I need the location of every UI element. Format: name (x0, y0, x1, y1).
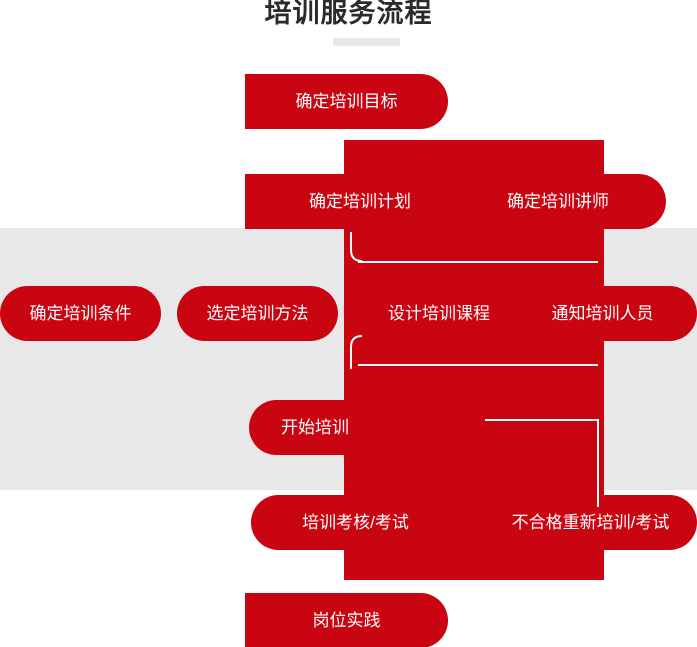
node-label: 培训考核/考试 (302, 513, 409, 532)
node-label: 开始培训 (281, 418, 349, 437)
connector-joint-bottom-icon (350, 335, 363, 369)
node-label: 选定培训方法 (206, 304, 309, 323)
node-confirm-training-goal[interactable]: 确定培训目标 (245, 74, 448, 129)
page-title: 培训服务流程 (264, 0, 433, 28)
node-label: 确定培训讲师 (507, 192, 609, 211)
node-confirm-training-plan[interactable]: 确定培训计划 (245, 174, 475, 229)
node-start-training[interactable]: 开始培训 (249, 400, 461, 455)
title-divider (333, 38, 400, 46)
connector-retrain-stub (597, 470, 599, 506)
connector-start-horizontal (485, 419, 599, 421)
node-fail-retrain-exam[interactable]: 不合格重新培训/考试 (492, 495, 697, 550)
node-label: 通知培训人员 (551, 304, 654, 323)
node-on-the-job-practice[interactable]: 岗位实践 (245, 593, 448, 647)
node-label: 确定培训计划 (309, 192, 411, 211)
node-confirm-trainer[interactable]: 确定培训讲师 (470, 174, 666, 229)
node-label: 确定培训条件 (29, 304, 132, 323)
node-design-training-course[interactable]: 设计培训课程 (344, 286, 534, 341)
node-select-training-method[interactable]: 选定培训方法 (177, 286, 338, 341)
node-confirm-training-conditions[interactable]: 确定培训条件 (0, 286, 161, 341)
connector-course-top-line (358, 261, 598, 263)
connector-joint-top-icon (350, 232, 363, 262)
node-label: 岗位实践 (312, 611, 381, 630)
connector-course-bottom-line (358, 364, 598, 366)
node-training-assessment-exam[interactable]: 培训考核/考试 (251, 495, 460, 550)
node-label: 设计培训课程 (388, 304, 490, 323)
node-label: 不合格重新培训/考试 (511, 513, 670, 532)
node-label: 确定培训目标 (295, 92, 398, 111)
connector-start-vertical (597, 419, 599, 507)
node-notify-trainees[interactable]: 通知培训人员 (524, 286, 697, 341)
